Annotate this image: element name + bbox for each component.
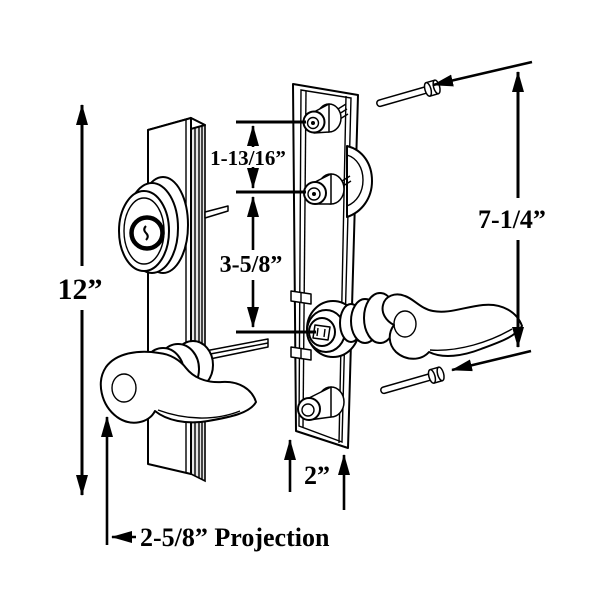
lever-grip [381,293,523,360]
deadbolt-cylinder [118,176,189,274]
lever-grip [99,350,257,424]
boss-center [312,192,316,196]
screw-head-flange [423,81,433,97]
mounting-boss-bottom [297,386,345,421]
dim-label-screw-span: 7-1/4” [478,205,546,234]
spindle-bar [204,338,269,361]
dim-plate-width: 2” [284,439,350,510]
retainer-clip-upper [290,290,312,305]
mounting-boss-mid [303,173,352,205]
boss-hole [306,116,320,130]
boss-hole [307,187,321,201]
boss-hole [301,403,315,417]
spindle-hole-detail [323,328,326,338]
dim-label-top-hole-spacing: 1-13/16” [210,146,286,170]
mounting-screw-top [376,79,441,108]
screw-head-flange [427,368,437,384]
lever-edge-line [157,409,241,419]
dim-label-overall-height: 12” [58,273,103,306]
dim-top-hole-spacing: 1-13/16” [210,120,306,194]
plate-rail-line [302,90,307,428]
screw-head-cap [436,366,445,382]
lever-scroll-curl [111,373,137,403]
exterior-assembly [99,116,269,483]
spindle-hole-detail [316,327,319,337]
thread-mark [337,103,347,110]
retainer-clip-lower [290,346,312,361]
mounting-screw-bottom [380,366,445,395]
keyway-icon [143,225,149,241]
spindle-bar-ridge [204,342,269,356]
leader-top-screw [432,60,533,87]
boss-face [297,397,321,421]
lever-hub [306,300,360,358]
dim-label-mid-hole-spacing: 3-5/8” [220,252,283,278]
cylinder-housing-inner-line [346,154,364,207]
interior-assembly [290,83,523,449]
plate-rail-line [338,95,347,444]
dim-mid-hole-spacing: 3-5/8” [220,196,316,334]
dim-label-plate-width: 2” [304,461,330,490]
cylinder-housing-dome [346,145,373,218]
lever-scroll-curl [393,310,417,338]
lever-edge-line [429,328,513,351]
dim-overall-height: 12” [58,104,103,496]
deadbolt-tailpiece [204,205,229,219]
exterior-plate [147,116,206,483]
leader-bottom-screw [451,349,532,372]
screw-shaft [376,86,429,108]
exterior-plate-side-face [190,116,206,483]
interior-lever [339,292,523,360]
dim-screw-span: 7-1/4” [432,60,546,372]
dim-label-projection: 2-5/8” Projection [140,523,330,552]
boss-center [311,121,315,125]
mounting-boss-top [302,103,349,134]
interior-plate-inner-frame [298,89,352,443]
dim-projection: 2-5/8” Projection [101,416,330,552]
exterior-lever [99,340,257,424]
thread-mark [341,175,351,182]
screw-shaft [380,373,433,395]
